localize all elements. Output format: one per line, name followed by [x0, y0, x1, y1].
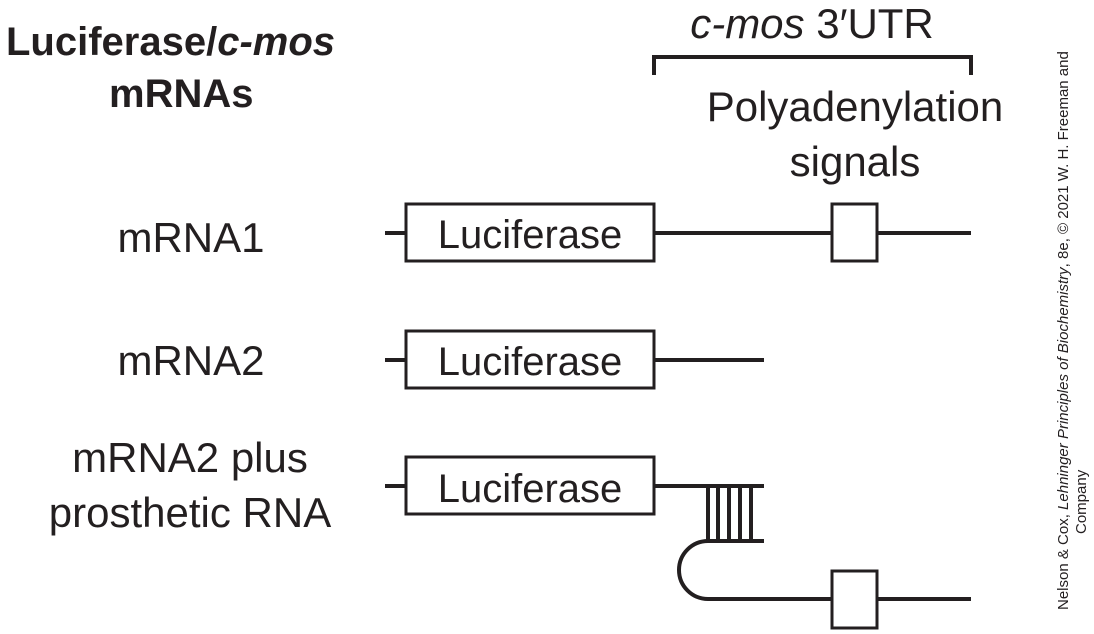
heading-line2: mRNAs: [109, 72, 253, 116]
heading-plain: Luciferase/: [6, 20, 217, 64]
credit-line: Nelson & Cox, Lehninger Principles of Bi…: [1055, 51, 1072, 610]
mrna3-polyadenylation-signal: [830, 569, 879, 630]
utr-bracket: [652, 55, 973, 75]
mrna1-label: mRNA1: [117, 214, 264, 261]
utr-italic: c-mos: [690, 0, 804, 47]
polyadenylation-label-line2: signals: [790, 138, 921, 185]
mrna1-luciferase-label: Luciferase: [438, 213, 623, 257]
mrna1-polyadenylation-signal: [830, 202, 879, 263]
credit-text-a: Nelson & Cox,: [1055, 510, 1072, 610]
base-pairing-rungs: [706, 486, 753, 541]
heading-italic: c-mos: [217, 20, 335, 64]
credit-line2: Company: [1073, 469, 1090, 534]
mrna3-luciferase-label: Luciferase: [438, 467, 623, 511]
utr-label: c-mos 3′UTR: [690, 0, 934, 47]
utr-plain: 3′UTR: [805, 0, 934, 47]
mrna3-label-line2: prosthetic RNA: [49, 489, 331, 536]
mrna2-luciferase-box: [404, 329, 656, 390]
credit-text-italic: Lehninger Principles of Biochemistry: [1055, 266, 1072, 510]
prosthetic-rna-strand: [677, 539, 832, 601]
credit-line1: Nelson & Cox, Lehninger Principles of Bi…: [1055, 51, 1072, 610]
credit-text-b: , 8e, © 2021 W. H. Freeman and: [1055, 51, 1072, 267]
polyadenylation-label-line1: Polyadenylation: [707, 83, 1004, 130]
mrna2-luciferase-label: Luciferase: [438, 340, 623, 384]
mrna2-label: mRNA2: [117, 337, 264, 384]
heading-line1: Luciferase/c-mos: [6, 20, 335, 64]
mrna3-label-line1: mRNA2 plus: [72, 434, 308, 481]
credit-line-2: Company: [1073, 469, 1090, 534]
